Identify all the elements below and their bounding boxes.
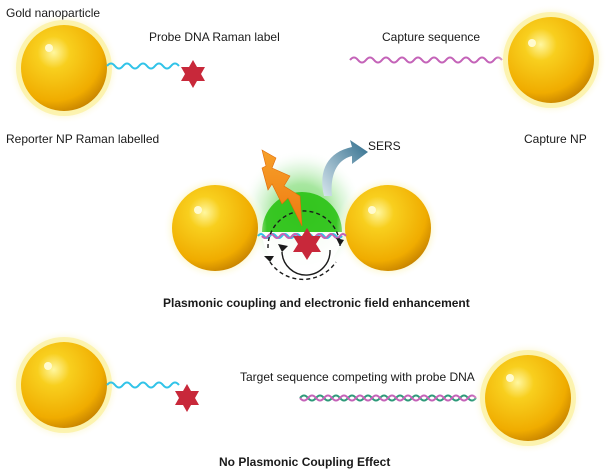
capture-np-label: Capture NP xyxy=(524,132,587,146)
raman-label-star-icon-coupled xyxy=(293,228,321,260)
probe-dna-raman-label: Probe DNA Raman label xyxy=(149,30,280,44)
capture-sequence-label: Capture sequence xyxy=(382,30,481,44)
raman-label-star-icon xyxy=(181,60,205,88)
capture-dna-strand xyxy=(349,56,503,64)
target-sequence-label: Target sequence competing with probe DNA xyxy=(240,370,475,384)
capture-nanoparticle-free xyxy=(472,342,584,454)
probe-dna-strand xyxy=(106,62,180,70)
capture-nanoparticle xyxy=(495,4,607,116)
lightning-icon xyxy=(261,149,303,227)
probe-dna-strand-free xyxy=(106,381,180,389)
reporter-nanoparticle-free xyxy=(8,329,120,441)
no-coupling-caption: No Plasmonic Coupling Effect xyxy=(219,455,391,469)
circulation-arrows xyxy=(264,210,344,281)
capture-nanoparticle-coupled xyxy=(336,176,440,280)
sers-label: SERS xyxy=(368,139,401,153)
plasmonic-coupling-caption: Plasmonic coupling and electronic field … xyxy=(163,296,470,310)
capture-dna-strand-hybridised xyxy=(299,394,477,402)
gold-nanoparticle-label: Gold nanoparticle xyxy=(6,6,101,20)
reporter-nanoparticle-coupled xyxy=(163,176,267,280)
curved-arrow-icon xyxy=(322,140,368,196)
raman-label-star-icon-free xyxy=(175,384,199,412)
reporter-np-label: Reporter NP Raman labelled xyxy=(6,132,160,146)
reporter-nanoparticle xyxy=(8,12,120,124)
